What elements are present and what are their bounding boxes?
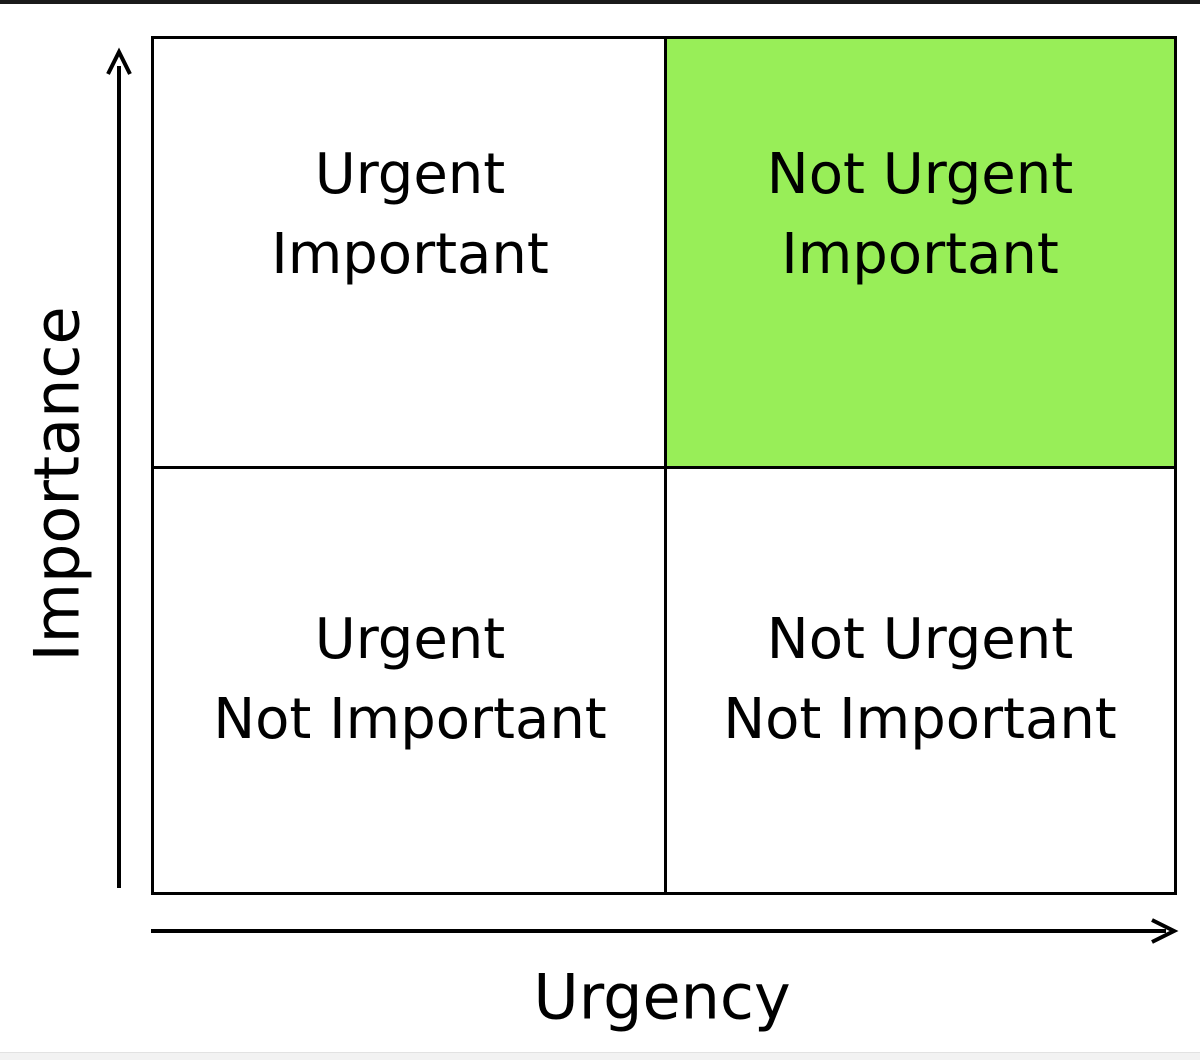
bottom-strip — [0, 1052, 1200, 1060]
y-axis-label: Importance — [20, 306, 94, 662]
quadrant-label-line1: Urgent — [314, 606, 506, 672]
quadrant-urgent-important: Urgent Important — [154, 39, 666, 467]
quadrant-label-line2: Not Important — [723, 686, 1117, 752]
priority-matrix: Urgent Important Not Urgent Important Ur… — [151, 36, 1177, 895]
vertical-divider — [664, 39, 667, 892]
arrow-up-icon — [106, 47, 132, 75]
arrow-right-icon — [1151, 918, 1179, 944]
horizontal-divider — [154, 466, 1174, 469]
quadrant-label-line1: Not Urgent — [766, 142, 1074, 207]
quadrant-not-urgent-not-important: Not Urgent Not Important — [666, 467, 1174, 892]
quadrant-label-line1: Not Urgent — [766, 606, 1074, 672]
quadrant-label-line2: Not Important — [213, 686, 607, 752]
quadrant-label-line1: Urgent — [314, 142, 506, 207]
top-border — [0, 0, 1200, 4]
quadrant-urgent-not-important: Urgent Not Important — [154, 467, 666, 892]
quadrant-label-line2: Important — [271, 222, 549, 287]
quadrant-not-urgent-important: Not Urgent Important — [666, 39, 1174, 467]
x-axis-label: Urgency — [533, 960, 791, 1034]
quadrant-label-line2: Important — [781, 222, 1059, 287]
